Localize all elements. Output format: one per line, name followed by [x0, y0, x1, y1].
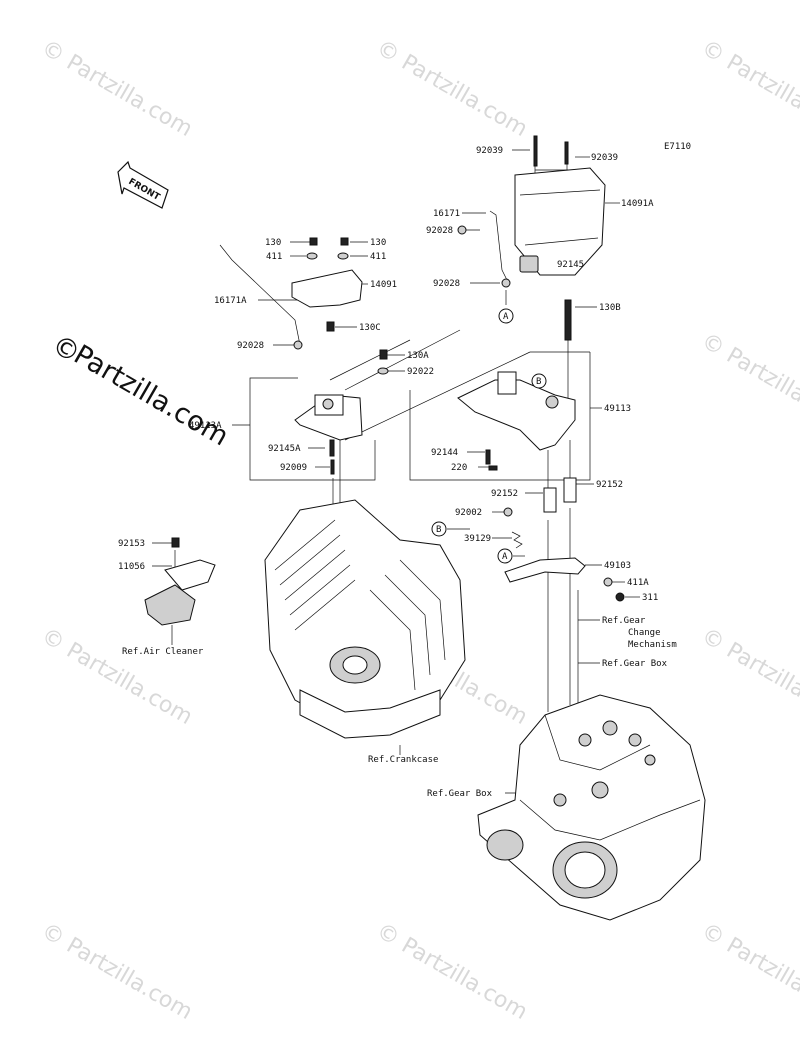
part-labels: 92039 92039 14091A 16171 92028 92145 920…: [118, 146, 677, 799]
ref-label: Change: [628, 628, 661, 638]
part-label: 92009: [280, 463, 307, 473]
callout-A-icon: A: [498, 308, 514, 324]
grommet-92145: [519, 255, 539, 273]
clip-92028: [501, 278, 511, 288]
watermark-tile: © Partzilla.com: [697, 624, 800, 731]
part-label: 130C: [359, 323, 381, 333]
part-label: 92152: [596, 480, 623, 490]
gear-box: [477, 694, 706, 921]
part-label: 39129: [464, 534, 491, 544]
spring-92145A: [329, 439, 335, 457]
bolt-92039: [533, 135, 538, 167]
watermark-tile: © Partzilla.com: [37, 624, 197, 731]
callout-A-icon: A: [497, 548, 513, 564]
ref-label: Ref.Gear: [602, 616, 646, 626]
bolt-130A: [379, 349, 388, 360]
bracket-49113A: [294, 394, 363, 441]
bracket-49113: [457, 371, 576, 451]
part-label: 11056: [118, 562, 145, 572]
watermark-tile: © Partzilla.com: [697, 36, 800, 143]
watermark-tile: © Partzilla.com: [37, 919, 197, 1026]
front-arrow-icon: FRONT: [117, 160, 169, 209]
partzilla-watermark: © Partzilla.com: [47, 329, 234, 452]
clip-92028: [293, 340, 303, 350]
watermark-tile: © Partzilla.com: [697, 919, 800, 1026]
watermark-text: Partzilla.com: [69, 339, 234, 452]
part-label: 130A: [407, 351, 429, 361]
collar-92152: [563, 477, 577, 503]
part-label: 92145: [557, 260, 584, 270]
rod-16171: [489, 210, 509, 283]
part-label: 411A: [627, 578, 649, 588]
part-label: 130: [370, 238, 386, 248]
washer-411: [306, 252, 318, 260]
callout-A-label: A: [503, 312, 509, 322]
washer-411: [337, 252, 349, 260]
part-label: 92028: [237, 341, 264, 351]
nut-311: [615, 592, 625, 602]
part-label: 92153: [118, 539, 145, 549]
part-label: 92022: [407, 367, 434, 377]
watermark-tile: © Partzilla.com: [37, 36, 197, 143]
ref-label: Ref.Gear Box: [427, 789, 493, 799]
part-label: 311: [642, 593, 658, 603]
bolt-130C: [326, 321, 335, 332]
ref-label: Ref.Air Cleaner: [122, 647, 204, 657]
part-label: 92145A: [268, 444, 301, 454]
air-cleaner-bracket: [144, 537, 216, 626]
washer-92002: [503, 507, 513, 517]
pin-92009: [330, 459, 335, 475]
part-label: 14091A: [621, 199, 654, 209]
bolt-130: [340, 237, 349, 246]
part-label: 16171A: [214, 296, 247, 306]
ref-label: Mechanism: [628, 640, 677, 650]
part-label: 220: [451, 463, 467, 473]
part-label: 411: [370, 252, 386, 262]
part-label: 49103: [604, 561, 631, 571]
part-label: 130B: [599, 303, 621, 313]
part-label: 92039: [476, 146, 503, 156]
part-label: 411: [266, 252, 282, 262]
bolt-92039: [564, 141, 569, 165]
callout-A-label: A: [502, 552, 508, 562]
ref-label: Ref.Gear Box: [602, 659, 668, 669]
pin-220: [488, 465, 498, 471]
bolt-130B: [564, 299, 572, 341]
part-label: 92002: [455, 508, 482, 518]
part-label: 92039: [591, 153, 618, 163]
callout-B-label: B: [436, 525, 441, 535]
rod-16171A: [219, 244, 301, 346]
part-label: 49113A: [189, 421, 222, 431]
callout-B-label: B: [536, 377, 541, 387]
lever-49103: [504, 557, 586, 583]
spring-92144: [485, 449, 491, 465]
washer-411A: [603, 577, 613, 587]
part-label: 130: [265, 238, 281, 248]
part-label: 14091: [370, 280, 397, 290]
watermark-tile: © Partzilla.com: [697, 329, 800, 436]
part-label: 16171: [433, 209, 460, 219]
ref-label: Ref.Crankcase: [368, 755, 438, 765]
spring-39129: [511, 531, 523, 549]
washer-92022: [377, 367, 389, 375]
clip-92028: [457, 225, 467, 235]
diagram-code: E7110: [664, 142, 691, 152]
watermark-tile: © Partzilla.com: [372, 36, 532, 143]
callout-B-icon: B: [431, 521, 447, 537]
part-label: 92152: [491, 489, 518, 499]
part-label: 49113: [604, 404, 631, 414]
watermark-tile: © Partzilla.com: [372, 919, 532, 1026]
callout-B-icon: B: [531, 373, 547, 389]
cover-14091: [291, 269, 363, 308]
part-label: 92144: [431, 448, 458, 458]
bolt-130: [309, 237, 318, 246]
cover-14091A: [514, 167, 606, 276]
part-label: 92028: [433, 279, 460, 289]
part-label: 92028: [426, 226, 453, 236]
crankcase: [264, 499, 466, 739]
collar-92152: [543, 487, 557, 513]
